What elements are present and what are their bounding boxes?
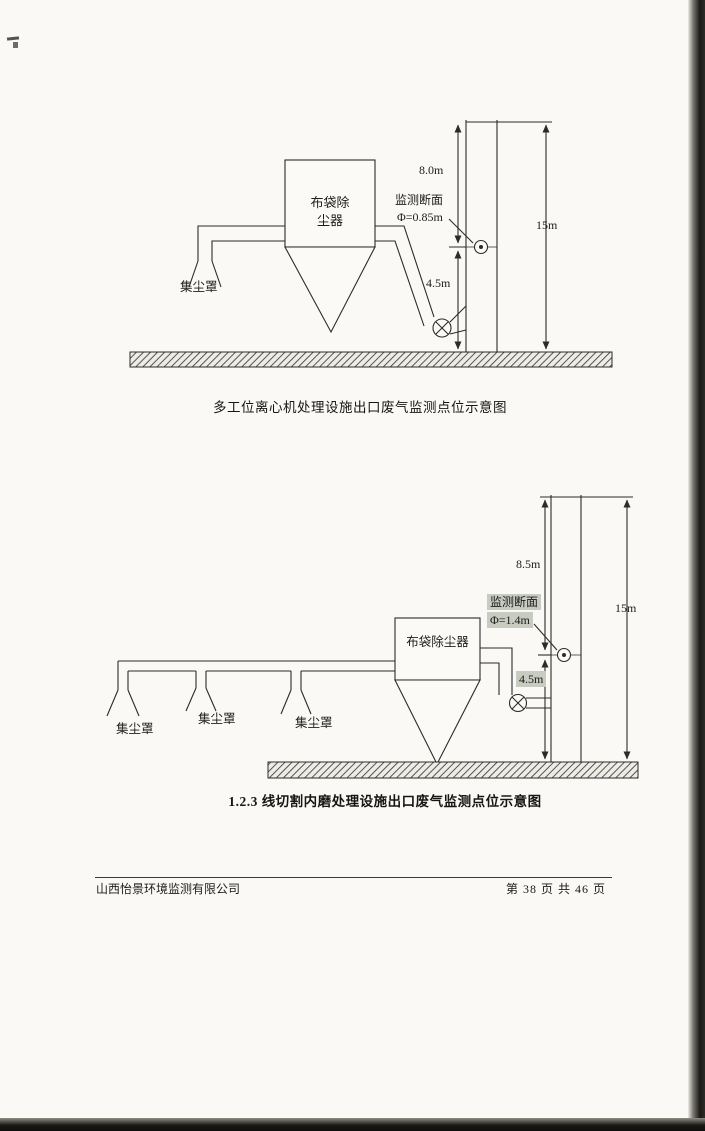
dimension-label-lower: 4.5m	[426, 276, 451, 290]
duct	[480, 647, 513, 695]
duct	[375, 225, 435, 318]
dust-hood	[300, 689, 312, 715]
ground-hatch	[267, 761, 639, 779]
dust-hood-label: 集尘罩	[198, 712, 236, 726]
bag-filter-label: 布袋除尘器	[310, 195, 350, 228]
dust-hood-label: 集尘罩	[116, 722, 154, 736]
dust-hood	[106, 689, 119, 717]
footer-divider	[95, 877, 612, 878]
dust-hood	[127, 689, 140, 717]
dimension-label-lower: 4.5m	[516, 671, 547, 688]
monitoring-point-icon	[562, 653, 566, 657]
scan-smudge	[13, 42, 18, 48]
bag-filter-hopper	[284, 246, 376, 334]
dimension-label-upper: 8.0m	[419, 163, 444, 177]
bag-filter-body	[284, 159, 376, 248]
dimension-label-upper: 8.5m	[516, 557, 541, 571]
scan-edge-shadow-right	[688, 0, 705, 1131]
footer-company: 山西怡景环境监测有限公司	[96, 882, 241, 896]
bag-filter-label: 布袋除尘器	[406, 635, 469, 649]
dust-hood	[185, 687, 197, 712]
ground-hatch	[129, 351, 613, 368]
monitor-section-label: 监测断面	[395, 193, 444, 207]
scan-edge-shadow-bottom	[0, 1118, 705, 1131]
duct	[375, 240, 425, 327]
dust-hood-label: 集尘罩	[180, 280, 218, 294]
diagram1-caption: 多工位离心机处理设施出口废气监测点位示意图	[213, 400, 507, 415]
monitoring-point-icon	[479, 245, 483, 249]
dust-hood	[280, 689, 292, 715]
dust-hood	[205, 687, 217, 712]
diagram-2	[106, 495, 639, 779]
leader-line	[448, 218, 474, 244]
duct	[211, 240, 285, 261]
fan-icon	[511, 696, 525, 710]
monitor-section-label: 监测断面	[487, 594, 542, 611]
dust-hood	[188, 260, 199, 288]
dimension-label-total: 15m	[615, 601, 637, 615]
bag-filter-hopper	[394, 679, 481, 766]
diagram2-caption: 1.2.3 线切割内磨处理设施出口废气监测点位示意图	[228, 794, 542, 809]
dust-hood	[211, 260, 222, 288]
dimension-label-total: 15m	[536, 218, 558, 232]
fan-icon	[435, 321, 449, 335]
duct	[197, 225, 285, 261]
monitor-diameter-label: Φ=1.4m	[487, 612, 533, 629]
footer-page-number: 第 38 页 共 46 页	[506, 882, 607, 896]
monitor-diameter-label: Φ=0.85m	[397, 210, 443, 224]
dust-hood-label: 集尘罩	[295, 716, 333, 730]
duct	[480, 662, 500, 695]
diagram-1	[129, 120, 613, 368]
